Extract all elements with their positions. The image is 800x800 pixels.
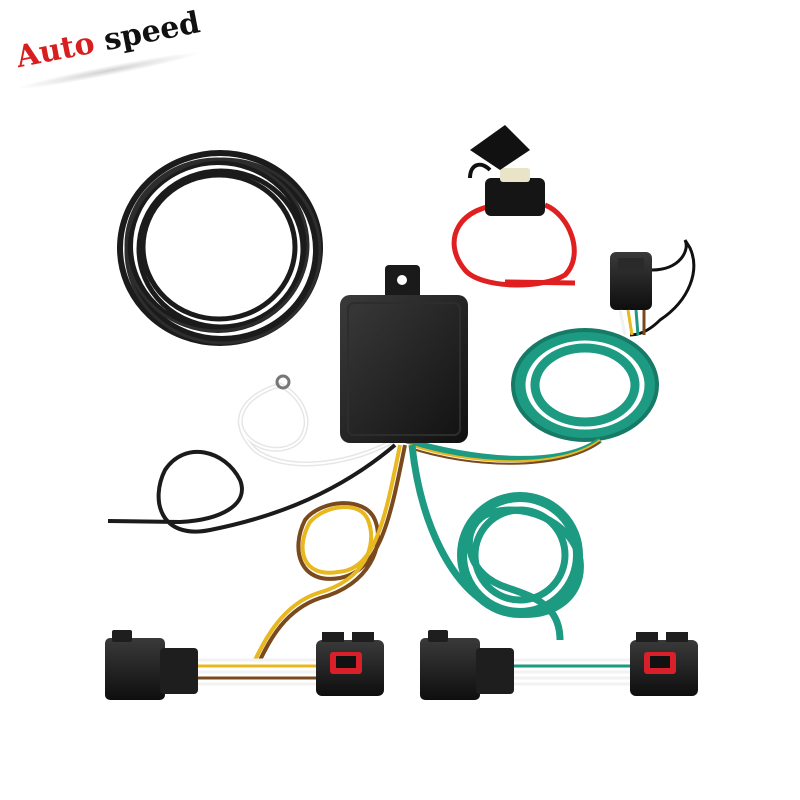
inline-fuse-holder: [451, 125, 577, 288]
black-wire-coil: [117, 150, 323, 346]
green-wire-coil-lower: [408, 444, 584, 641]
yellow-brown-wire-loop: [253, 444, 407, 661]
left-t-connector-harness: [105, 630, 384, 700]
right-t-connector-harness: [420, 630, 698, 700]
black-loop-wire: [107, 443, 397, 534]
black-control-module: [340, 265, 468, 443]
4-flat-trailer-connector: [610, 239, 696, 337]
green-wire-coil-upper: [404, 328, 659, 465]
white-ground-wire: [237, 374, 397, 467]
